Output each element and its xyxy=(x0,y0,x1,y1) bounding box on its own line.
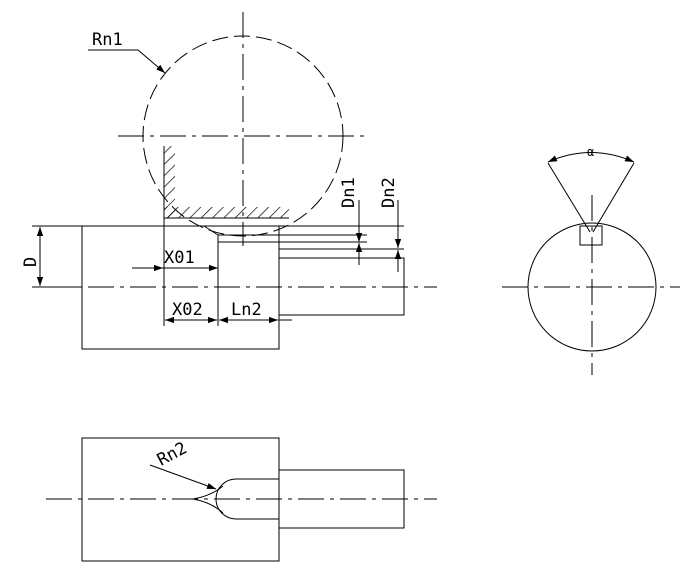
top-view-keyway xyxy=(215,478,279,520)
rn2-label: Rn2 xyxy=(154,438,191,470)
d-label: D xyxy=(21,257,41,267)
wheel-profile-left-edge xyxy=(547,162,591,233)
ln2-label: Ln2 xyxy=(231,300,262,320)
dn1-label: Dn1 xyxy=(339,177,359,208)
rn1-label: Rn1 xyxy=(92,30,123,50)
groove-step-diagonal xyxy=(203,225,219,236)
wheel-hatched-section xyxy=(163,146,289,219)
alpha-label: α xyxy=(587,145,594,159)
side-view-notch xyxy=(579,225,603,246)
top-view-tip xyxy=(192,485,224,514)
x01-label: X01 xyxy=(164,248,195,268)
side-view xyxy=(502,152,680,375)
top-view xyxy=(46,437,437,562)
dn2-label: Dn2 xyxy=(379,177,399,208)
rn1-leader xyxy=(88,49,166,74)
x02-label: X02 xyxy=(172,300,203,320)
alpha-dimension-arc xyxy=(547,152,635,163)
front-view xyxy=(32,12,437,350)
rn2-leader xyxy=(149,464,217,490)
wheel-profile-right-edge xyxy=(592,162,635,233)
